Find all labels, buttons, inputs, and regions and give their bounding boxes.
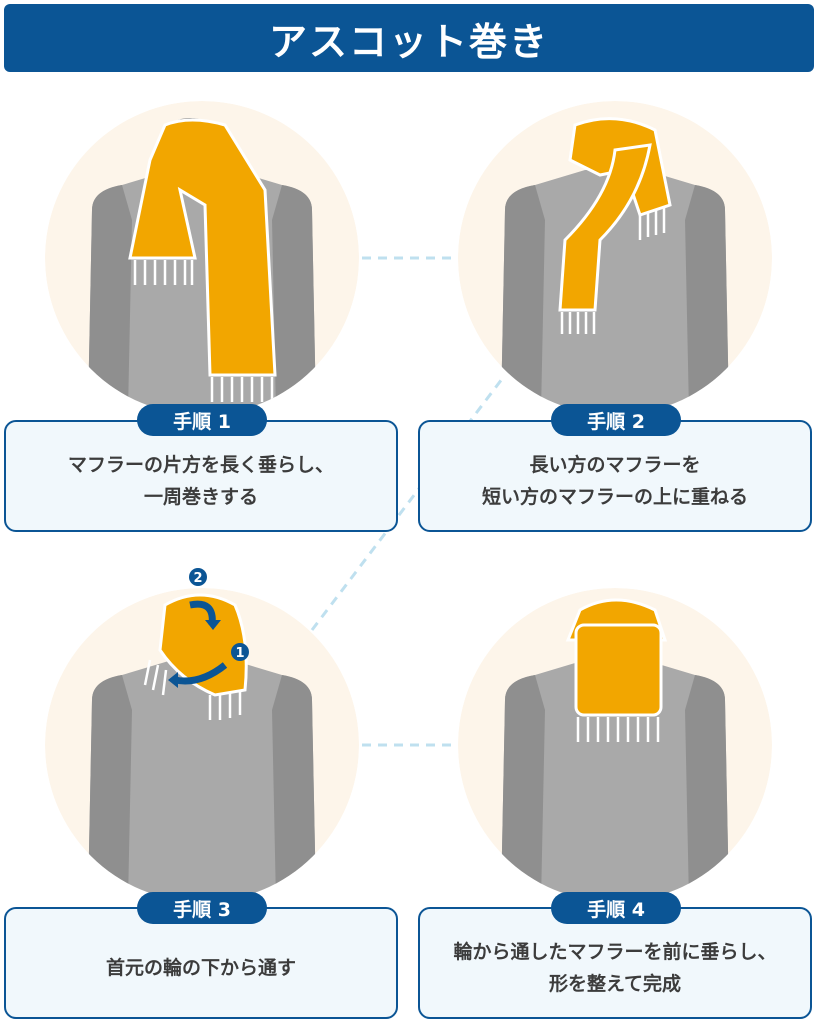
dashed-connectors <box>310 256 507 747</box>
step-label-4: 手順 4 <box>551 892 681 924</box>
page-title: アスコット巻き <box>4 4 814 72</box>
step-card-1: マフラーの片方を長く垂らし、一周巻きする <box>4 420 398 532</box>
step-label-2: 手順 2 <box>551 404 681 436</box>
step2-illustration <box>458 101 772 415</box>
step-text: 長い方のマフラーを <box>529 454 701 476</box>
marker-2: 2 <box>193 571 202 586</box>
step3-illustration <box>45 588 359 902</box>
step-text: マフラーの片方を長く垂らし、 <box>67 454 334 476</box>
step-text: 形を整えて完成 <box>548 973 682 995</box>
step-label-3: 手順 3 <box>137 892 267 924</box>
step1-illustration <box>45 101 359 415</box>
step3-markers: 2 1 <box>189 568 249 661</box>
step-text: 一周巻きする <box>143 486 258 508</box>
step-card-4: 輪から通したマフラーを前に垂らし、形を整えて完成 <box>418 907 812 1019</box>
marker-1: 1 <box>235 646 244 661</box>
step-label-1: 手順 1 <box>137 404 267 436</box>
step-text: 首元の輪の下から通す <box>105 957 296 979</box>
step4-illustration <box>458 588 772 902</box>
step-text: 短い方のマフラーの上に重ねる <box>481 486 748 508</box>
step-card-2: 長い方のマフラーを短い方のマフラーの上に重ねる <box>418 420 812 532</box>
step-text: 輪から通したマフラーを前に垂らし、 <box>453 941 777 963</box>
step-card-3: 首元の輪の下から通す <box>4 907 398 1019</box>
